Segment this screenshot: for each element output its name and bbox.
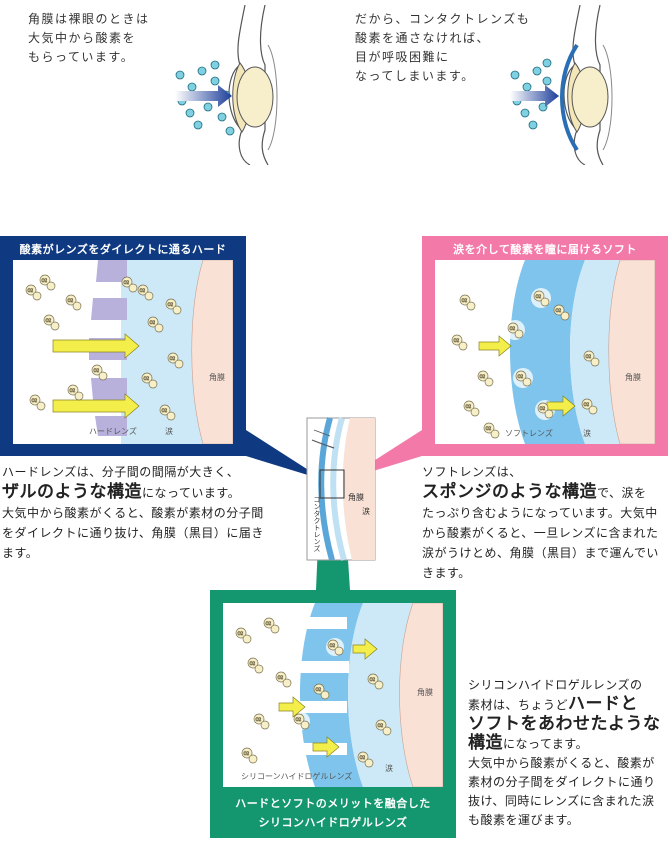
oxygen-molecule-label: O2 — [296, 717, 302, 722]
silicone-desc-after: になってます。 — [503, 737, 589, 751]
oxygen-molecule-label: O2 — [140, 288, 146, 293]
oxygen-molecule-label: O2 — [540, 406, 546, 411]
oxygen-molecule-label: O2 — [168, 302, 174, 307]
oxygen-molecule-label: O2 — [360, 755, 366, 760]
oxygen-molecule-label: O2 — [486, 426, 492, 431]
silicone-desc-highlight-3: 構造 — [468, 733, 503, 753]
intro-text-left: 角膜は裸眼のときは 大気中から酸素を もらっています。 — [28, 12, 150, 64]
oxygen-molecule-label: O2 — [462, 298, 468, 303]
soft-lens-panel: 涙を介して酸素を瞳に届けるソフト — [422, 236, 668, 456]
hard-lens-label: ハードレンズ — [89, 426, 137, 436]
silicone-desc-highlight-2: ソフトをあわせたような — [468, 714, 661, 734]
hard-panel-title: 酸素がレンズをダイレクトに通るハード — [19, 243, 227, 256]
silicone-desc-highlight-1: ハードと — [568, 694, 639, 714]
center-cornea-label: 角膜 — [348, 493, 364, 502]
hard-tear-label: 涙 — [165, 426, 173, 436]
hard-desc-rest: 大気中から酸素がくると、酸素が素材の分子間をダイレクトに通り抜け、角膜（黒目）に… — [2, 506, 264, 560]
oxygen-molecule-label: O2 — [454, 338, 460, 343]
soft-panel-title: 涙を介して酸素を瞳に届けるソフト — [453, 243, 637, 256]
silicone-panel-title-1: ハードとソフトのメリットを融合した — [235, 797, 431, 810]
oxygen-molecule-label: O2 — [244, 751, 250, 756]
silicone-desc-line2: 素材は、ちょうど — [468, 698, 569, 712]
soft-desc-rest: たっぷり含むようになっています。大気中から酸素がくると、一旦レンズに含まれた涙が… — [422, 506, 659, 580]
oxygen-molecule-label: O2 — [480, 374, 486, 379]
hard-cornea-label: 角膜 — [209, 372, 225, 382]
oxygen-molecule-label: O2 — [510, 326, 516, 331]
oxygen-molecule-label: O2 — [144, 376, 150, 381]
silicone-description: シリコンハイドロゲルレンズの 素材は、ちょうどハードと ソフトをあわせたような … — [468, 676, 664, 830]
silicone-desc-line1: シリコンハイドロゲルレンズの — [468, 678, 643, 692]
intro-text-right: だから、コンタクトレンズも 酸素を通さなければ、 目が呼吸困難に なってしまいま… — [355, 12, 531, 83]
silicone-cornea-label: 角膜 — [417, 687, 433, 697]
oxygen-molecule-label: O2 — [68, 298, 74, 303]
hard-desc-after: になっています。 — [142, 486, 241, 500]
oxygen-molecule-label: O2 — [278, 675, 284, 680]
oxygen-molecule-label: O2 — [150, 320, 156, 325]
oxygen-molecule-label: O2 — [256, 717, 262, 722]
contact-eye-illustration — [510, 5, 613, 165]
oxygen-molecule-label: O2 — [162, 408, 168, 413]
silicone-panel-title-2: シリコンハイドロゲルレンズ — [258, 816, 408, 829]
oxygen-molecule-label: O2 — [584, 402, 590, 407]
oxygen-molecule-label: O2 — [28, 288, 34, 293]
oxygen-molecule-label: O2 — [124, 280, 130, 285]
bare-eye-illustration — [175, 5, 278, 165]
silicone-desc-rest: 大気中から酸素がくると、酸素が素材の分子間をダイレクトに通り抜け、同時にレンズに… — [468, 756, 656, 827]
oxygen-molecule-label: O2 — [556, 308, 562, 313]
oxygen-molecule-label: O2 — [94, 368, 100, 373]
soft-description: ソフトレンズは、 スポンジのような構造で、涙を たっぷり含むようになっています。… — [422, 462, 666, 583]
oxygen-molecule-label: O2 — [586, 354, 592, 359]
soft-desc-after: で、涙を — [597, 486, 647, 500]
oxygen-molecule-label: O2 — [42, 278, 48, 283]
oxygen-molecule-label: O2 — [170, 356, 176, 361]
oxygen-molecule-label: O2 — [250, 661, 256, 666]
oxygen-molecule-label: O2 — [316, 687, 322, 692]
soft-desc-line1: ソフトレンズは、 — [422, 465, 522, 479]
soft-lens-label: ソフトレンズ — [505, 428, 553, 438]
soft-cornea-label: 角膜 — [625, 372, 641, 382]
oxygen-molecule-label: O2 — [266, 621, 272, 626]
oxygen-molecule-label: O2 — [330, 643, 336, 648]
oxygen-molecule-label: O2 — [536, 294, 542, 299]
soft-tear-label: 涙 — [583, 428, 591, 438]
oxygen-molecule-label: O2 — [370, 677, 376, 682]
oxygen-molecule-label: O2 — [518, 374, 524, 379]
hard-desc-line1: ハードレンズは、分子間の間隔が大きく、 — [2, 465, 240, 479]
silicone-lens-label: シリコーンハイドロゲルレンズ — [241, 771, 352, 781]
soft-desc-highlight: スポンジのような構造 — [422, 482, 597, 502]
oxygen-molecule-label: O2 — [238, 631, 244, 636]
center-tear-label: 涙 — [362, 507, 370, 516]
hard-desc-highlight: ザルのような構造 — [2, 482, 142, 502]
center-contact-label: コンタクトレンズ — [313, 496, 321, 552]
silicone-tear-label: 涙 — [385, 763, 393, 773]
oxygen-molecule-label: O2 — [46, 318, 52, 323]
hard-description: ハードレンズは、分子間の間隔が大きく、 ザルのような構造になっています。 大気中… — [2, 462, 264, 563]
oxygen-molecule-label: O2 — [32, 398, 38, 403]
oxygen-molecule-label: O2 — [70, 388, 76, 393]
hard-lens-panel: 酸素がレンズをダイレクトに通るハード — [0, 236, 246, 456]
oxygen-molecule-label: O2 — [378, 723, 384, 728]
oxygen-molecule-label: O2 — [466, 404, 472, 409]
